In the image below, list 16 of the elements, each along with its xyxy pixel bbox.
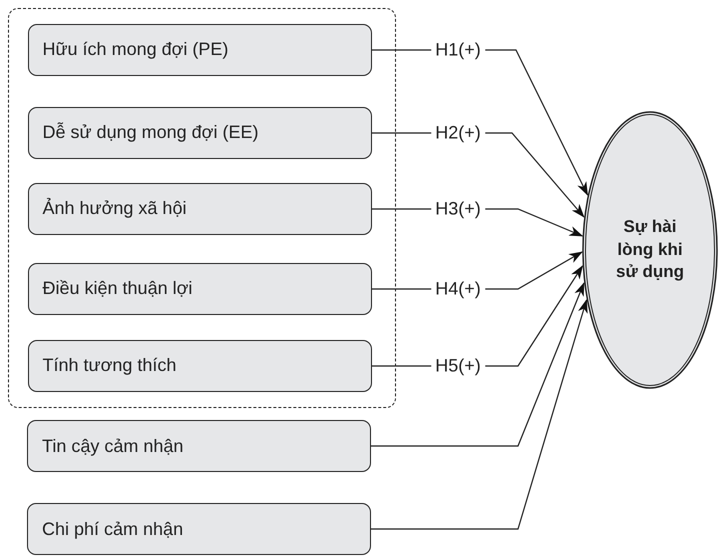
edge-label: H2(+) [431, 122, 485, 144]
factor-box: Tin cậy cảm nhận [27, 420, 371, 472]
arrow [371, 282, 584, 447]
dashed-group-frame [8, 8, 396, 408]
factor-box: Điều kiện thuận lợi [28, 262, 372, 314]
arrow [371, 299, 588, 530]
factor-box: Tính tương thích [28, 340, 372, 392]
factor-box: Hữu ích mong đợi (PE) [28, 24, 372, 76]
factor-box: Chi phí cảm nhận [27, 503, 371, 555]
edge-label: H1(+) [431, 40, 485, 60]
factor-box: Dễ sử dụng mong đợi (EE) [28, 106, 372, 158]
edge-label: H5(+) [431, 356, 485, 376]
edge-label: H3(+) [431, 198, 485, 220]
node-text: Sự hài lòng khi sử dụng [614, 216, 686, 284]
factor-box: Ảnh hưởng xã hội [28, 182, 372, 234]
edge-label: H4(+) [431, 278, 485, 300]
